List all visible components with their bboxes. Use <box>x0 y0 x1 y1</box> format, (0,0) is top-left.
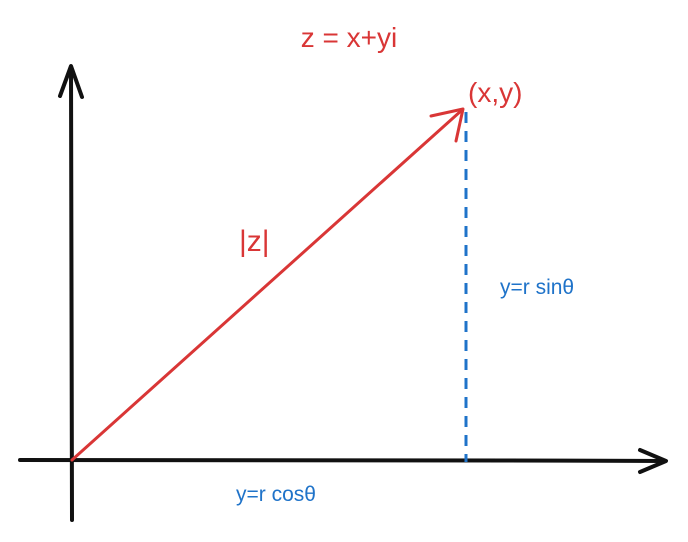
point-label: (x,y) <box>468 77 522 108</box>
x-axis <box>18 448 668 474</box>
y-axis-arrowhead <box>58 64 84 99</box>
vector-z <box>70 107 465 462</box>
x-axis-line <box>18 457 667 463</box>
horizontal-component-label: y=r cosθ <box>236 483 316 506</box>
x-axis-arrowhead <box>638 448 668 474</box>
y-axis-line <box>69 65 74 522</box>
title-label: z = x+yi <box>301 22 397 53</box>
vertical-component-label: y=r sinθ <box>500 276 574 299</box>
y-axis <box>58 64 84 522</box>
vector-arrowhead <box>429 107 465 143</box>
modulus-label: |z| <box>239 225 270 258</box>
vector-line <box>70 108 464 462</box>
